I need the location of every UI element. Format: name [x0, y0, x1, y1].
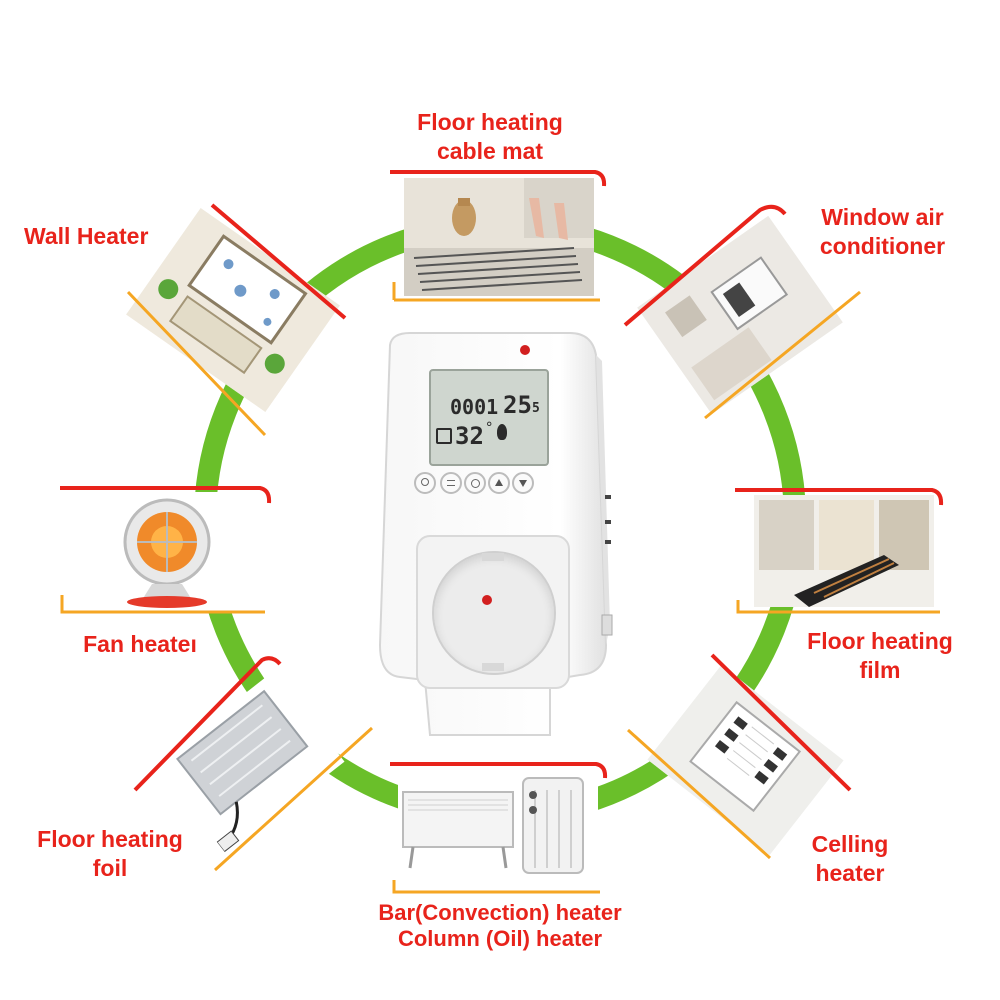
power-button[interactable]: [414, 472, 436, 494]
label-floor-heating-film: Floor heating film: [790, 627, 970, 685]
label-line: Celling: [811, 831, 889, 857]
up-arrow-icon: [495, 479, 503, 486]
label-line: heater: [815, 860, 885, 886]
label-line: cable mat: [436, 138, 544, 164]
label-line: foil: [92, 855, 128, 881]
mode-icon: [447, 480, 455, 486]
lcd-top-left: 0001: [450, 395, 499, 419]
thermostat-device: 0001 25 5 32 °: [370, 325, 630, 755]
clock-icon: [471, 479, 480, 488]
label-floor-heating-cable-mat: Floor heating cable mat: [390, 108, 590, 166]
floor-mat-photo: [404, 178, 594, 296]
lcd-degree: °: [485, 420, 494, 436]
label-wall-heater: Wall Heater: [24, 222, 184, 251]
clock-button[interactable]: [464, 472, 486, 494]
label-ceiling-heater: Celling heater: [780, 830, 920, 888]
label-line: conditioner: [819, 233, 946, 259]
label-bar-column-heater: Bar(Convection) heater Column (Oil) heat…: [340, 900, 660, 952]
power-icon: [421, 478, 429, 486]
lcd-bottom: 32: [455, 422, 484, 450]
hand-icon: [436, 428, 452, 444]
socket-recess: [432, 551, 556, 675]
label-fan-heater: Fan heateı: [60, 630, 220, 659]
label-floor-heating-foil: Floor heating foil: [20, 825, 200, 883]
label-line: Floor heating: [807, 628, 953, 654]
socket-indicator-light: [482, 595, 492, 605]
up-button[interactable]: [488, 472, 510, 494]
bar-column-heater-photo: [398, 770, 598, 882]
socket-ground-clip-bottom: [482, 663, 504, 671]
label-line: Bar(Convection) heater: [378, 900, 622, 925]
label-line: Window air: [821, 204, 944, 230]
label-line: Column (Oil) heater: [397, 926, 603, 951]
flame-icon: [497, 424, 507, 440]
label-line: Floor heating: [37, 826, 183, 852]
label-line: film: [859, 657, 901, 683]
mode-button[interactable]: [440, 472, 462, 494]
power-socket: [416, 535, 570, 689]
label-line: Fan heateı: [83, 631, 197, 657]
label-line: Wall Heater: [24, 223, 149, 249]
label-window-air-conditioner: Window air conditioner: [800, 203, 965, 261]
socket-ground-clip-top: [482, 553, 504, 561]
lcd-top-unit: 5: [532, 401, 540, 416]
down-arrow-icon: [519, 480, 527, 487]
floor-film-photo: [754, 495, 934, 607]
label-line: Floor heating: [417, 109, 563, 135]
fan-heater-photo: [72, 492, 262, 612]
down-button[interactable]: [512, 472, 534, 494]
lcd-top-right: 25: [503, 391, 532, 419]
